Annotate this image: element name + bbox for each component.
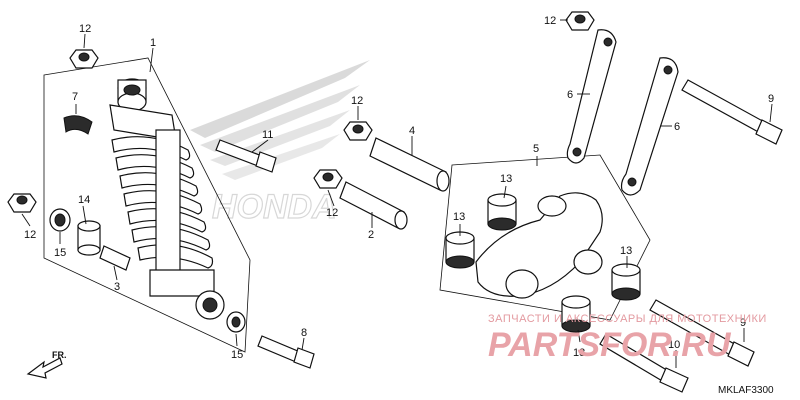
callout-11: 11 xyxy=(262,129,273,141)
callout-13: 13 xyxy=(453,211,465,223)
bearing-13-a xyxy=(487,193,517,231)
honda-logo-text: HONDA xyxy=(212,188,337,226)
bolt-11 xyxy=(215,139,277,173)
link-plate-6-right xyxy=(620,57,679,196)
bolt-10 xyxy=(599,333,689,393)
callout-9: 9 xyxy=(768,93,774,105)
dust-seal-15-left xyxy=(49,208,71,232)
callout-13: 13 xyxy=(620,245,632,257)
dust-seal-15-bottom xyxy=(226,311,246,333)
nut-12-center-bottom xyxy=(313,169,343,189)
part-7-label-plate xyxy=(63,115,93,135)
callout-3: 3 xyxy=(114,281,120,293)
collar-3 xyxy=(99,245,131,271)
direction-label: FR. xyxy=(52,350,67,360)
callout-13: 13 xyxy=(500,173,512,185)
front-direction-indicator: FR. xyxy=(26,350,67,379)
nut-12-top-left xyxy=(69,49,99,69)
shock-assembly-frame xyxy=(43,57,251,353)
callout-9: 9 xyxy=(740,317,746,329)
link-plate-6-left xyxy=(566,29,617,164)
bolt-9-bottom xyxy=(649,299,755,367)
callout-2: 2 xyxy=(368,229,374,241)
callout-12: 12 xyxy=(79,23,91,35)
callout-6: 6 xyxy=(567,89,573,101)
collar-4 xyxy=(369,137,450,192)
arrow-left-icon xyxy=(26,357,63,379)
leader-lines xyxy=(21,19,773,368)
callout-13: 13 xyxy=(573,347,585,359)
callout-14: 14 xyxy=(78,194,90,206)
nut-12-top-right xyxy=(565,11,595,31)
nut-12-center-top xyxy=(343,121,373,141)
watermark-tagline: ЗАПЧАСТИ И АКСЕССУАРЫ ДЛЯ МОТОТЕХНИКИ xyxy=(488,313,767,325)
bearing-13-d xyxy=(561,295,591,333)
callout-12: 12 xyxy=(326,207,338,219)
callout-6: 6 xyxy=(674,121,680,133)
callout-15: 15 xyxy=(231,349,243,361)
nut-12-left xyxy=(7,193,37,213)
callout-numbers: 1 12 7 12 14 15 3 15 11 12 4 12 2 8 12 6… xyxy=(24,15,774,361)
callout-12: 12 xyxy=(24,229,36,241)
rear-shock-absorber xyxy=(109,78,225,320)
collar-2 xyxy=(339,181,408,230)
callout-15: 15 xyxy=(54,247,66,259)
bolt-8 xyxy=(257,335,315,369)
bolt-9-top xyxy=(681,79,783,145)
bearing-14 xyxy=(77,220,101,256)
honda-wing-logo-watermark: HONDA xyxy=(190,60,370,227)
callout-12: 12 xyxy=(544,15,556,27)
callout-8: 8 xyxy=(301,327,307,339)
callout-5: 5 xyxy=(533,143,539,155)
bearing-13-b xyxy=(445,231,475,269)
callout-1: 1 xyxy=(150,37,156,49)
callout-10: 10 xyxy=(668,339,680,351)
watermark-brand: PARTSFOR.RU xyxy=(488,326,732,364)
bearing-13-c xyxy=(611,263,641,301)
diagram-code: MKLAF3300 xyxy=(718,385,774,396)
shock-arm-5 xyxy=(475,192,603,299)
callout-12: 12 xyxy=(351,95,363,107)
callout-4: 4 xyxy=(409,125,415,137)
callout-7: 7 xyxy=(72,91,78,103)
